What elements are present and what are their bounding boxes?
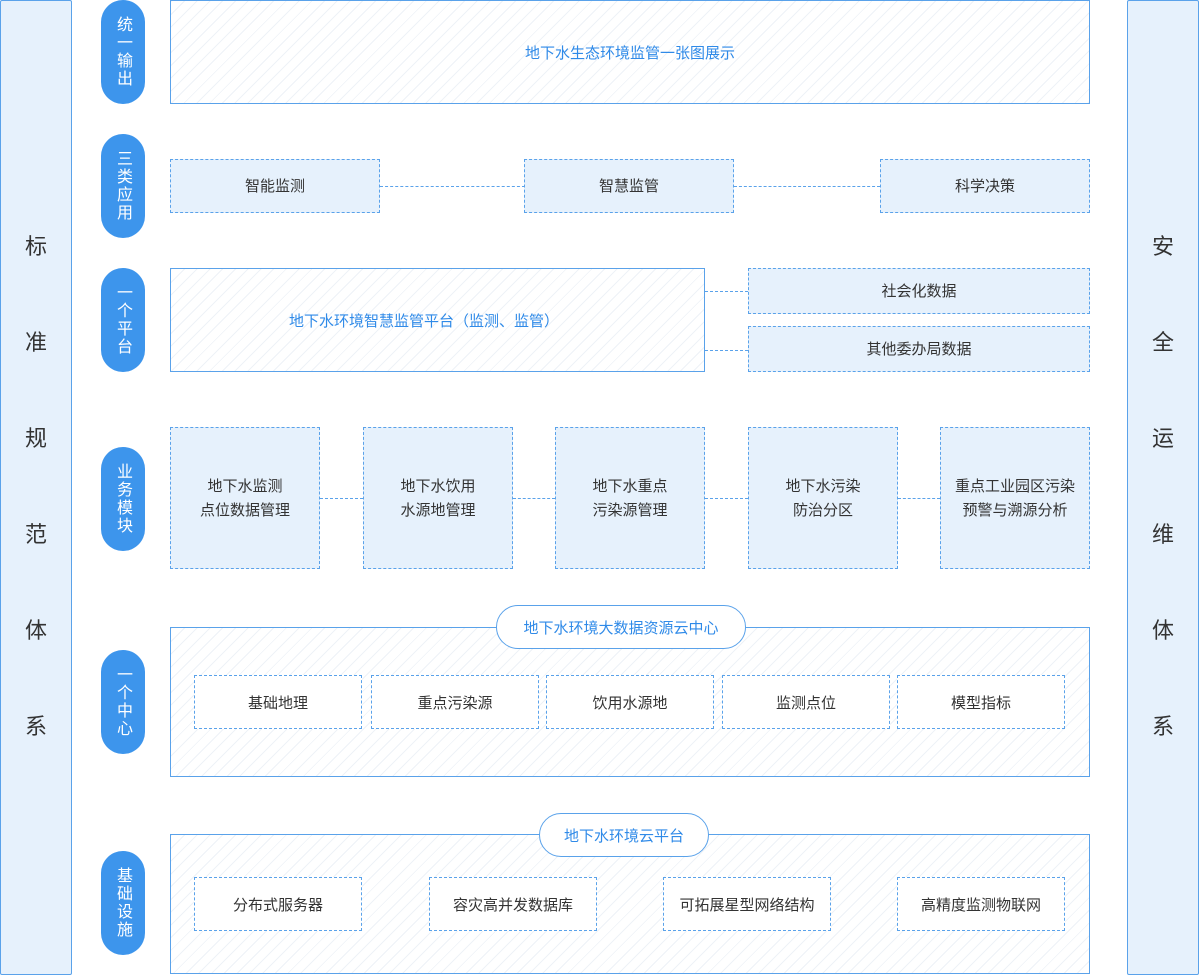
connector-line — [898, 498, 940, 499]
app-box: 科学决策 — [880, 159, 1090, 213]
data-center-item: 基础地理 — [194, 675, 362, 729]
module-box: 地下水污染 防治分区 — [748, 427, 898, 569]
connector-line — [705, 350, 748, 351]
data-source-box: 社会化数据 — [748, 268, 1090, 314]
security-ops-side-bar: 安 全 运 维 体 系 — [1127, 0, 1199, 975]
side-char: 体 — [24, 618, 47, 644]
row-label-platform: 一个平台 — [101, 268, 145, 372]
app-box: 智慧监管 — [524, 159, 734, 213]
infra-item: 容灾高并发数据库 — [429, 877, 597, 931]
row-label-output: 统一输出 — [101, 0, 145, 104]
side-char: 规 — [24, 426, 47, 452]
module-box: 地下水监测 点位数据管理 — [170, 427, 320, 569]
connector-line — [513, 498, 555, 499]
infra-item: 分布式服务器 — [194, 877, 362, 931]
side-char: 系 — [1151, 714, 1174, 740]
side-char: 系 — [24, 714, 47, 740]
row-label-apps: 三类应用 — [101, 134, 145, 238]
connector-line — [705, 498, 748, 499]
data-source-box: 其他委办局数据 — [748, 326, 1090, 372]
module-box: 地下水重点 污染源管理 — [555, 427, 705, 569]
side-char: 全 — [1151, 330, 1174, 356]
side-char: 安 — [1151, 234, 1174, 260]
data-center-item: 饮用水源地 — [546, 675, 714, 729]
connector-line — [705, 291, 748, 292]
data-center-item: 监测点位 — [722, 675, 890, 729]
data-center-title: 地下水环境大数据资源云中心 — [496, 605, 746, 649]
data-center-item: 重点污染源 — [371, 675, 539, 729]
connector-line — [734, 186, 880, 187]
cloud-platform-title: 地下水环境云平台 — [539, 813, 709, 857]
side-char: 运 — [1151, 426, 1174, 452]
side-char: 准 — [24, 330, 47, 356]
connector-line — [380, 186, 525, 187]
output-panel: 地下水生态环境监管一张图展示 — [170, 0, 1090, 104]
platform-title: 地下水环境智慧监管平台（监测、监管） — [289, 311, 560, 330]
side-char: 标 — [24, 234, 47, 260]
row-label-modules: 业务模块 — [101, 447, 145, 551]
row-label-center: 一个中心 — [101, 650, 145, 754]
row-label-infra: 基础设施 — [101, 851, 145, 955]
side-char: 范 — [24, 522, 47, 548]
standards-side-bar: 标 准 规 范 体 系 — [0, 0, 72, 975]
module-box: 重点工业园区污染 预警与溯源分析 — [940, 427, 1090, 569]
infra-item: 高精度监测物联网 — [897, 877, 1065, 931]
data-center-item: 模型指标 — [897, 675, 1065, 729]
side-char: 体 — [1151, 618, 1174, 644]
platform-panel: 地下水环境智慧监管平台（监测、监管） — [170, 268, 705, 372]
infra-item: 可拓展星型网络结构 — [663, 877, 831, 931]
output-title: 地下水生态环境监管一张图展示 — [524, 43, 735, 62]
connector-line — [320, 498, 363, 499]
side-char: 维 — [1151, 522, 1174, 548]
module-box: 地下水饮用 水源地管理 — [363, 427, 513, 569]
app-box: 智能监测 — [170, 159, 380, 213]
